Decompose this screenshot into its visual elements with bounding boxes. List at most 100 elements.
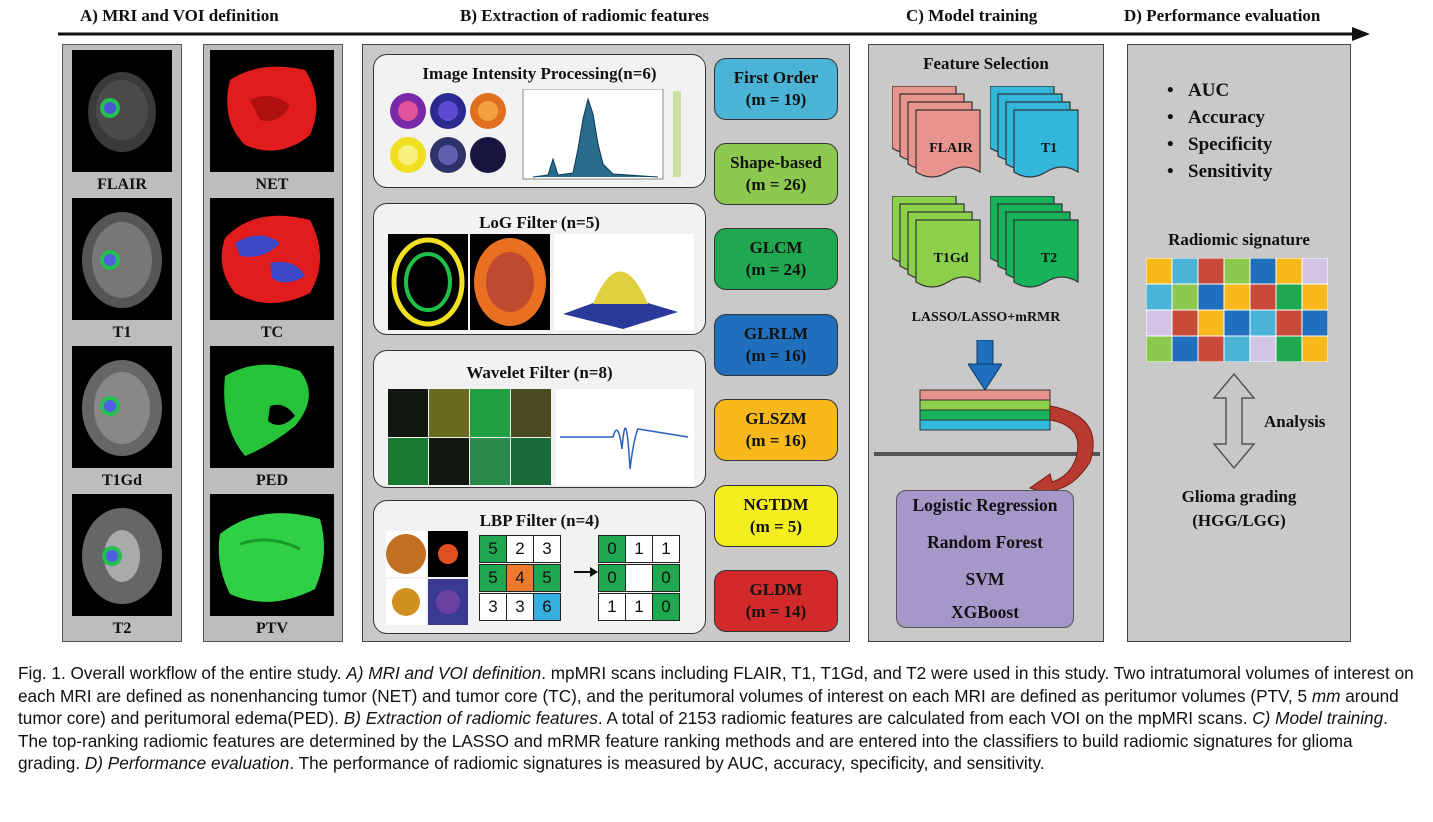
caption-section-d: D) Performance evaluation [84,753,290,774]
feature-class-name: NGTDM [743,495,809,514]
lbp-input-cell: 3 [506,593,534,621]
classifier-box: Logistic Regression Random Forest SVM XG… [896,490,1074,628]
model-logistic-regression: Logistic Regression [912,495,1058,515]
outcome-label: Glioma grading [1181,487,1297,506]
feature-class-count: (m = 16) [745,346,807,365]
signature-cell [1146,283,1173,311]
caption-part: . The top-ranking radiomic features are … [18,708,1388,774]
signature-cell [1223,309,1251,337]
sequence-stack-label: T2 [1040,251,1058,266]
signature-cell [1223,335,1251,362]
lbp-input-cell: 3 [533,535,561,563]
feature-class-count: (m = 19) [745,90,807,109]
signature-cell [1171,335,1199,362]
sequence-feature-stack [892,86,981,178]
lbp-input-cell: 5 [533,564,561,592]
ped-volume [210,346,334,468]
wavelet-filter-box: Wavelet Filter (n=8) [373,350,706,488]
signature-cell [1171,283,1199,311]
header-mri-voi: A) MRI and VOI definition [80,6,279,25]
sequence-feature-stack [892,196,981,288]
sequence-feature-stack [990,86,1079,178]
caption-section-c: C) Model training [1252,708,1384,729]
lbp-output-cell: 1 [625,535,653,563]
feature-class-name: GLSZM [745,409,807,428]
model-svm: SVM [965,569,1005,589]
feature-class-box: GLRLM (m = 16) [714,314,838,376]
voi-label-tc: TC [260,324,284,341]
signature-cell [1197,258,1225,285]
signature-cell [1275,335,1303,362]
header-performance: D) Performance evaluation [1124,6,1321,25]
feature-class-name: GLCM [749,238,803,257]
feature-class-box: GLSZM (m = 16) [714,399,838,461]
metric-item: Accuracy [1188,107,1266,128]
header-extraction: B) Extraction of radiomic features [460,6,709,25]
lbp-input-cell: 6 [533,593,561,621]
lbp-images [386,531,468,625]
metric-item: Sensitivity [1188,161,1273,182]
signature-cell [1146,335,1173,362]
signature-cell [1171,258,1199,285]
voi-label-net: NET [255,176,289,193]
lbp-input-cell: 5 [479,564,507,592]
model-random-forest: Random Forest [927,532,1043,552]
intensity-images [390,89,681,180]
caption-part: around tumor core) and peritumoral edema… [18,685,1399,729]
figure-caption: Fig. 1. Overall workflow of the entire s… [18,662,1418,775]
signature-cell [1275,309,1303,337]
net-volume [210,50,334,172]
mri-label-t1gd: T1Gd [101,472,142,489]
lbp-input-cell: 4 [506,564,534,592]
caption-section-a: A) MRI and VOI definition [346,663,542,683]
feature-class-box: NGTDM(m = 5) [714,485,838,547]
header-model-training: C) Model training [906,6,1038,25]
intensity-filter-box: Image Intensity Processing(n=6) [373,54,706,188]
flair-scan [72,50,172,172]
signature-cell [1249,258,1277,285]
outcome-classes: (HGG/LGG) [1192,511,1286,530]
signature-cell [1197,283,1225,311]
radiomic-signature-grid [1146,258,1328,362]
signature-title: Radiomic signature [1168,230,1310,249]
signature-cell [1249,283,1277,311]
lbp-input-cell: 3 [479,593,507,621]
signature-cell [1301,258,1328,285]
double-arrow-icon [1212,372,1256,470]
lbp-output-cell: 0 [598,535,626,563]
metric-bullet: • [1167,80,1174,101]
feature-class-box: First Order(m = 19) [714,58,838,120]
feature-class-count: (m = 16) [745,431,807,450]
signature-cell [1223,283,1251,311]
t1gd-scan [72,346,172,468]
selected-features-stack [874,389,1100,499]
lbp-filter-title: LBP Filter (n=4) [479,511,600,530]
t1-scan [72,198,172,320]
log-images [388,234,694,330]
log-filter-box: LoG Filter (n=5) [373,203,706,335]
t2-scan [72,494,172,616]
mri-label-flair: FLAIR [97,176,147,193]
feature-class-count: (m = 14) [745,602,807,621]
analysis-label: Analysis [1264,412,1326,431]
model-xgboost: XGBoost [950,602,1020,622]
feature-class-box: GLCM(m = 24) [714,228,838,290]
wavelet-images [388,389,694,485]
lbp-output-cell: 1 [652,535,680,563]
mri-label-t2: T2 [112,620,132,637]
feature-class-name: GLRLM [743,324,809,343]
lbp-input-cell: 2 [506,535,534,563]
caption-part: . The performance of radiomic signatures… [289,753,1045,774]
signature-cell [1146,258,1173,285]
caption-part: Fig. 1. Overall workflow of the entire s… [18,663,347,683]
signature-cell [1249,309,1277,337]
metric-bullet: • [1167,107,1174,128]
signature-cell [1146,309,1173,337]
lbp-output-cell: 0 [598,564,626,592]
signature-cell [1301,283,1328,311]
caption-unit: mm [1311,685,1341,706]
signature-cell [1301,309,1328,337]
tc-volume [210,198,334,320]
metric-item: Specificity [1188,134,1273,155]
